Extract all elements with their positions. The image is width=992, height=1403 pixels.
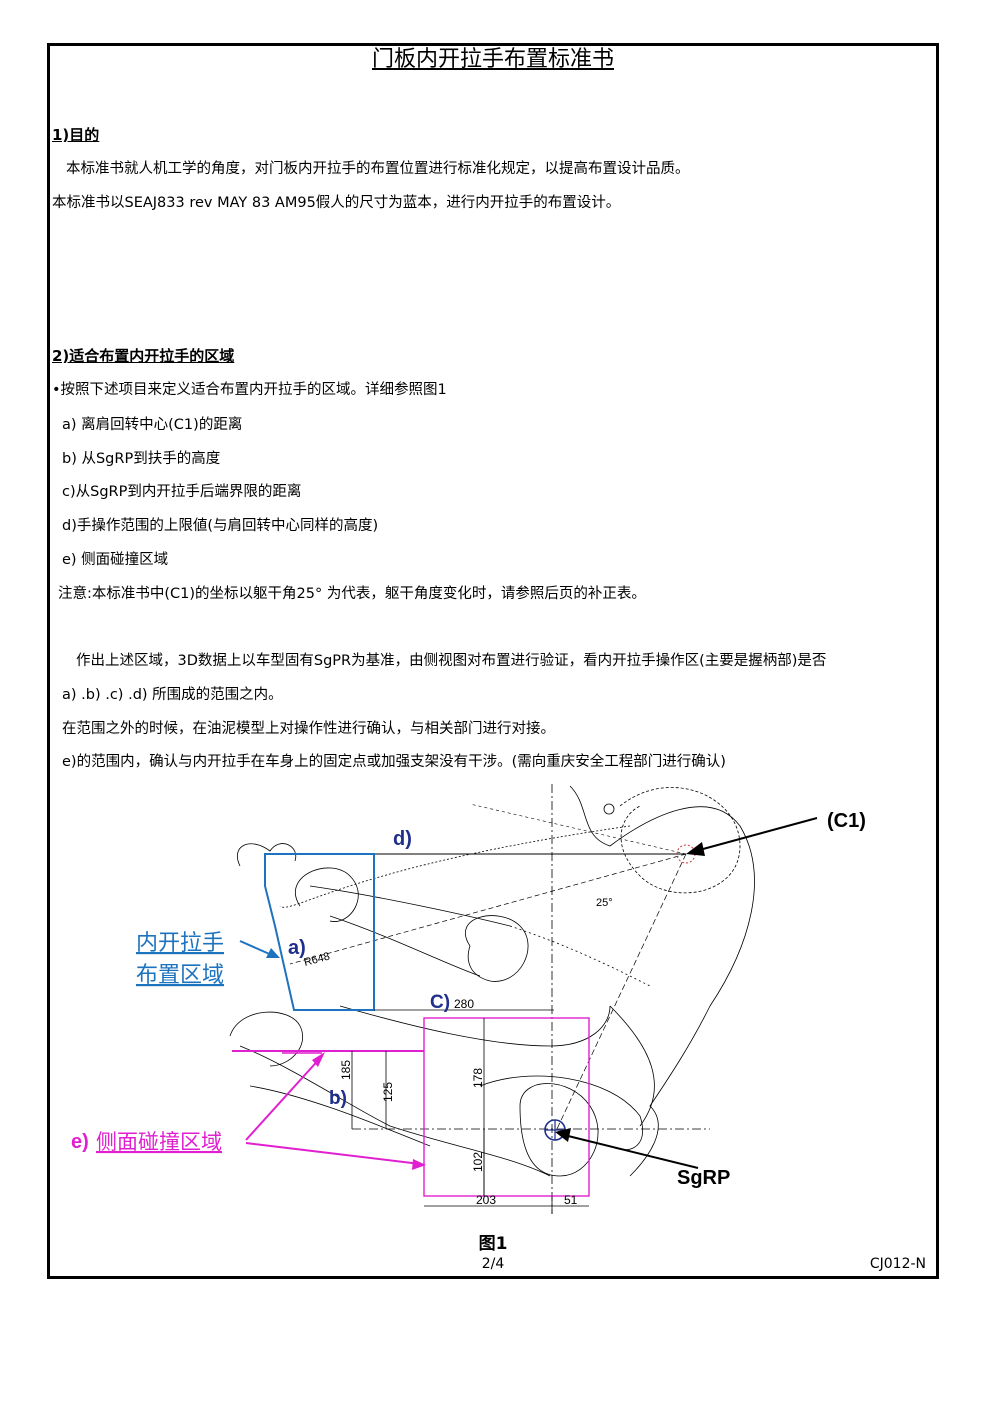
section-2-para-4: e)的范围内，确认与内开拉手在车身上的固定点或加强支架没有干涉。(需向重庆安全工… (62, 754, 726, 770)
label-c1: (C1) (827, 810, 866, 832)
label-sgrp: SgRP (677, 1167, 730, 1189)
dim-125: 125 (381, 1082, 395, 1102)
label-zone-line-2: 布置区域 (136, 962, 224, 987)
shoulder-ref-line (469, 803, 687, 855)
label-e: e) (71, 1131, 89, 1153)
dim-102: 102 (471, 1152, 485, 1172)
section-2-note: 注意:本标准书中(C1)的坐标以躯干角25° 为代表，躯干角度变化时，请参照后页… (58, 586, 646, 602)
label-a: a) (288, 937, 306, 959)
callout-arrows (239, 817, 818, 1170)
section-1-line-1: 本标准书就人机工学的角度，对门板内开拉手的布置位置进行标准化规定，以提高布置设计… (66, 161, 690, 177)
figure-caption: 图1 (478, 1234, 508, 1254)
side-impact-zone (423, 1017, 590, 1197)
label-e-text: 侧面碰撞区域 (96, 1131, 222, 1154)
section-2-heading: 2)适合布置内开拉手的区域 (52, 347, 235, 365)
section-2-para-3: 在范围之外的时候，在油泥模型上对操作性进行确认，与相关部门进行对接。 (62, 721, 555, 737)
label-zone-line-1: 内开拉手 (136, 930, 224, 955)
section-1-line-2: 本标准书以SEAJ833 rev MAY 83 AM95假人的尺寸为蓝本，进行内… (52, 195, 621, 211)
label-b: b) (329, 1088, 347, 1109)
section-1-heading: 1)目的 (52, 126, 100, 144)
manikin-outline (229, 785, 755, 1177)
page-frame: 门板内开拉手布置标准书 1)目的 本标准书就人机工学的角度，对门板内开拉手的布置… (47, 43, 939, 1279)
dim-r648: R648 (303, 951, 332, 969)
arm-radius-line (289, 853, 687, 965)
page-number: 2/4 (481, 1256, 505, 1272)
dimension-texts: R648 25° 280 185 125 178 102 203 51 (303, 897, 613, 1207)
label-c: C) (430, 992, 450, 1013)
dimension-lines (351, 1009, 589, 1214)
section-2-item-e: e) 侧面碰撞区域 (62, 552, 169, 568)
dim-angle: 25° (596, 897, 613, 909)
dim-51: 51 (564, 1193, 578, 1207)
document-code: CJ012-N (869, 1256, 926, 1272)
section-2-para-2: a) .b) .c) .d) 所围成的范围之内。 (62, 687, 283, 703)
torso-line (555, 853, 687, 1132)
page-title: 门板内开拉手布置标准书 (371, 47, 614, 72)
section-2-item-a: a) 离肩回转中心(C1)的距离 (62, 417, 243, 433)
dim-185: 185 (339, 1060, 353, 1080)
dim-280: 280 (454, 997, 474, 1011)
label-d: d) (393, 828, 412, 850)
section-2-para-1: 作出上述区域，3D数据上以车型固有SgPR为基准，由侧视图对布置进行验证，看内开… (76, 653, 827, 669)
section-2-intro: •按照下述项目来定义适合布置内开拉手的区域。详细参照图1 (52, 382, 447, 398)
figure-1: R648 25° 280 185 125 178 102 203 51 (C1)… (71, 784, 866, 1214)
section-2-item-b: b) 从SgRP到扶手的高度 (62, 451, 221, 467)
dim-203: 203 (476, 1193, 496, 1207)
dim-178: 178 (471, 1068, 485, 1088)
section-2-item-d: d)手操作范围的上限値(与肩回转中心同样的高度) (62, 518, 379, 534)
handle-zone-outline (264, 853, 375, 1011)
section-2-item-c: c)从SgRP到内开拉手后端界限的距离 (62, 484, 302, 500)
